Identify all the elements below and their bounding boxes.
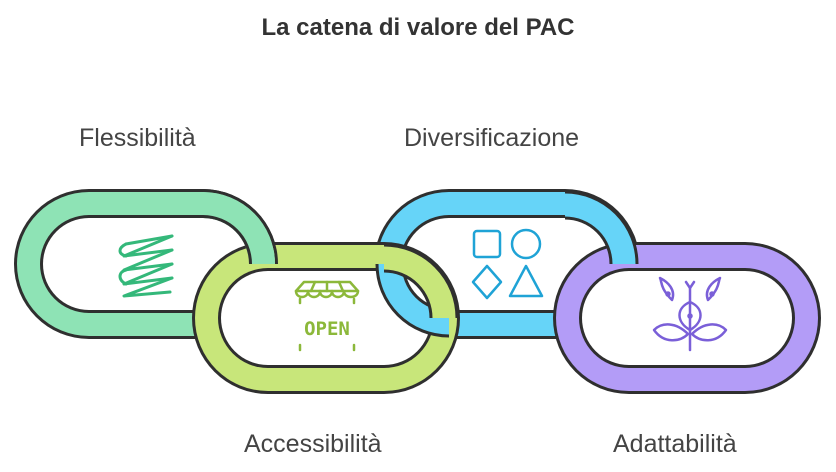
label-adattabilita: Adattabilità — [613, 430, 737, 458]
label-flessibilita: Flessibilità — [79, 124, 196, 152]
diagram-title: La catena di valore del PAC — [261, 14, 575, 41]
label-diversificazione: Diversificazione — [404, 124, 580, 152]
chain-link-accessibilita-over — [383, 243, 459, 319]
chain-link-adattabilita — [553, 242, 821, 394]
chain-link-flessibilita-over — [200, 189, 278, 264]
growing-plant-icon — [652, 276, 728, 352]
open-sign-text: OPEN — [304, 318, 350, 340]
chain-link-diversificazione-over2 — [564, 190, 639, 265]
shapes-icon — [471, 228, 544, 300]
open-shop-icon — [294, 280, 360, 352]
label-accessibilita: Accessibilità — [244, 430, 382, 458]
chain-link-accessibilita — [192, 242, 460, 394]
spring-icon — [118, 234, 174, 298]
